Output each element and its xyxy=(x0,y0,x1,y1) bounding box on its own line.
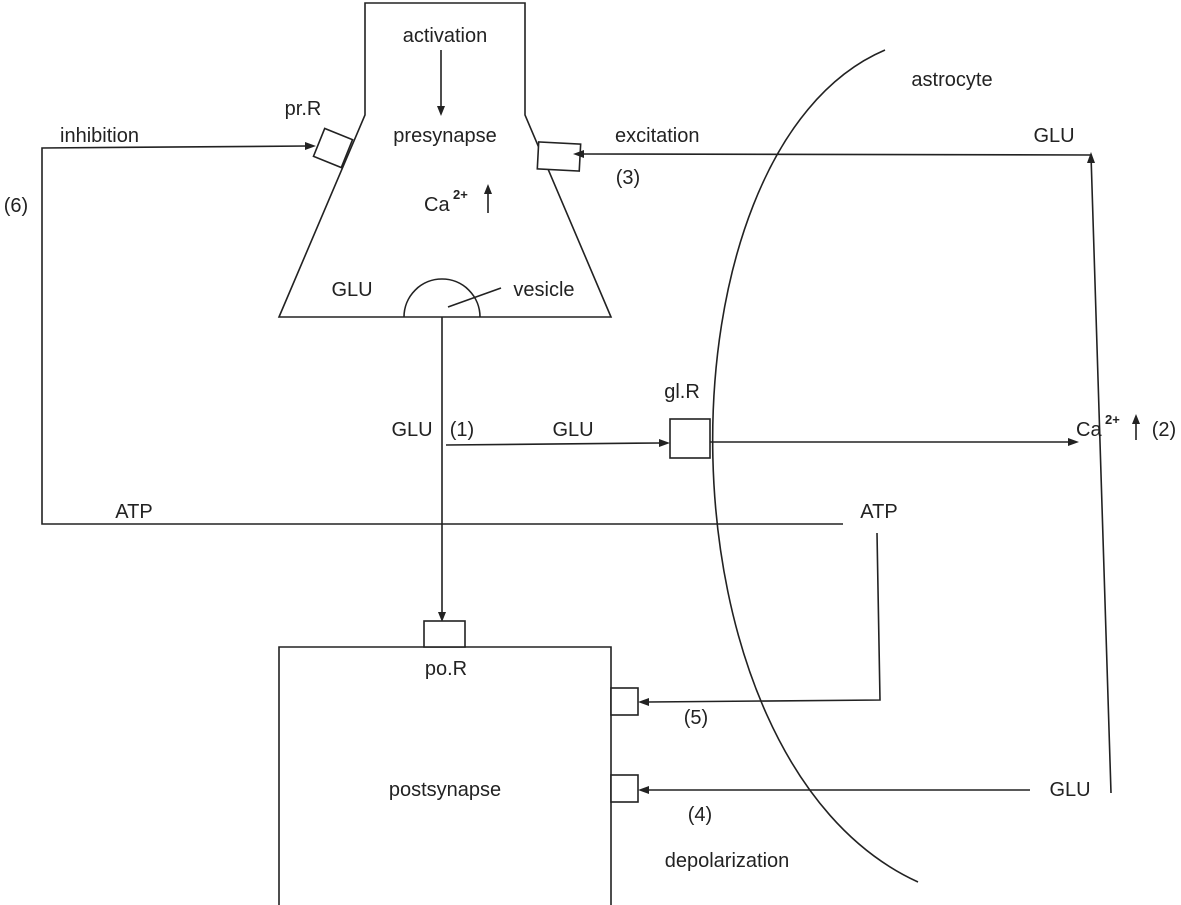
gl-receptor xyxy=(669,418,711,459)
postsynapse-label: postsynapse xyxy=(389,779,501,801)
pr-receptor xyxy=(312,127,354,169)
glu-to-glial-line xyxy=(445,442,661,446)
step-1-label: (1) xyxy=(450,419,474,441)
vesicle-label: vesicle xyxy=(513,279,574,301)
atp-to-postsynapse-arrowhead xyxy=(638,698,649,706)
inhibition-arrowhead xyxy=(305,142,316,150)
postsynapse-receptor-atp xyxy=(610,687,639,716)
glu-release-arrowhead xyxy=(438,612,446,622)
excitation-label: excitation xyxy=(615,125,700,147)
atp-left-label: ATP xyxy=(115,501,152,523)
presynapse-shape xyxy=(277,2,613,318)
excitation-arrowhead-up xyxy=(1087,152,1095,163)
ca-astrocyte-superscript: 2+ xyxy=(1105,412,1120,427)
inhibition-label: inhibition xyxy=(60,125,139,147)
ca-presynapse-superscript: 2+ xyxy=(453,187,468,202)
postsynapse-shape xyxy=(278,646,612,905)
step-5-label: (5) xyxy=(684,707,708,729)
astrocyte-boundary xyxy=(711,49,919,883)
gl-receptor-label: gl.R xyxy=(664,381,700,403)
glial-to-calcium-arrowhead xyxy=(1068,438,1079,446)
presynapse-right-receptor xyxy=(536,141,582,172)
excitation-path xyxy=(581,153,1112,794)
postsynapse-receptor-glu xyxy=(610,774,639,803)
depolarization-label: depolarization xyxy=(665,850,790,872)
atp-to-postsynapse-path xyxy=(647,532,881,703)
step-2-label: (2) xyxy=(1152,419,1176,441)
presynapse-label: presynapse xyxy=(393,125,496,147)
astrocyte-label: astrocyte xyxy=(911,69,992,91)
step-4-label: (4) xyxy=(688,804,712,826)
pr-receptor-label: pr.R xyxy=(285,98,322,120)
step-6-label: (6) xyxy=(4,195,28,217)
vesicle-shape xyxy=(403,278,481,318)
glu-to-postsynapse-arrowhead xyxy=(638,786,649,794)
glu-to-glial-arrowhead xyxy=(659,439,670,447)
ca-presynapse-label: Ca xyxy=(424,194,450,216)
activation-arrowhead xyxy=(437,106,445,116)
glu-release-label: GLU xyxy=(391,419,432,441)
vesicle-pointer-line xyxy=(447,287,502,308)
ca-up-arrowhead-presynapse xyxy=(484,184,492,194)
excitation-arrowhead-left xyxy=(573,150,584,158)
glu-top-right-label: GLU xyxy=(1033,125,1074,147)
ca-up-arrowhead-astrocyte xyxy=(1132,414,1140,424)
activation-label: activation xyxy=(403,25,488,47)
atp-right-label: ATP xyxy=(860,501,897,523)
glu-presynapse-label: GLU xyxy=(331,279,372,301)
po-receptor xyxy=(423,620,466,648)
ca-astrocyte-label: Ca xyxy=(1076,419,1102,441)
step-3-label: (3) xyxy=(616,167,640,189)
po-receptor-label: po.R xyxy=(425,658,467,680)
glu-to-glial-label: GLU xyxy=(552,419,593,441)
glu-bottom-right-label: GLU xyxy=(1049,779,1090,801)
